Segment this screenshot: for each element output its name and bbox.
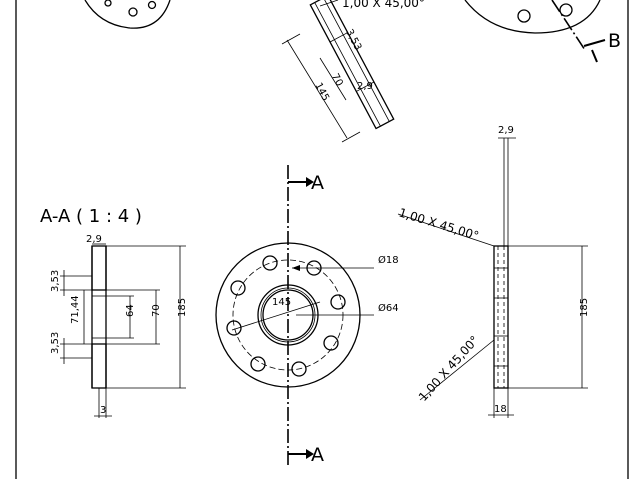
dim-70-top: 70 <box>329 72 345 88</box>
bolt-hole <box>291 361 307 377</box>
dim-inner-span: 71,44 <box>70 295 81 324</box>
dim-hole-dia: Ø18 <box>378 254 399 266</box>
bolt-hole <box>262 255 278 271</box>
bolt-hole <box>323 335 339 351</box>
dim-bottom-side: 18 <box>494 404 507 415</box>
front-view: A A Ø18 Ø64 145 <box>215 165 399 466</box>
section-view-a-a: A-A ( 1 : 4 ) 2,9 3,53 71,44 3,53 <box>40 206 188 418</box>
dim-bottom-section: 3 <box>100 405 106 416</box>
dim-lower-step: 3,53 <box>50 332 61 354</box>
chamfer-side-top: 1,00 X 45,00° <box>397 205 480 243</box>
dim-29-top: 2,9 <box>357 81 373 92</box>
dim-145-top: 145 <box>312 81 331 103</box>
dim-pcd: 145 <box>272 297 291 308</box>
section-marker-top: A <box>311 172 324 194</box>
bolt-hole <box>250 356 266 372</box>
dim-bore-dia: Ø64 <box>378 302 399 314</box>
side-view: 2,9 1,00 X 45,00° 185 1,00 X 45,00° 18 <box>397 125 590 418</box>
dim-width-side: 2,9 <box>498 125 514 136</box>
bolt-hole <box>230 280 246 296</box>
dim-height-side: 185 <box>579 298 590 317</box>
dim-bore-section: 64 <box>125 304 136 317</box>
sheet-border <box>15 0 629 479</box>
section-title: A-A ( 1 : 4 ) <box>40 206 142 227</box>
section-marker-bottom: A <box>311 444 324 466</box>
top-center-detail-view: 145 70 3,53 2,9 1,00 X 45,00° <box>281 0 425 143</box>
top-right-partial-view: B <box>464 0 621 63</box>
view-marker-b: B <box>608 30 621 52</box>
dim-upper-step: 3,53 <box>50 270 61 292</box>
bolt-hole <box>226 320 242 336</box>
chamfer-side-bottom: 1,00 X 45,00° <box>416 333 482 404</box>
dim-width-section: 2,9 <box>86 234 102 245</box>
dim-outer-section: 185 <box>177 298 188 317</box>
chamfer-top: 1,00 X 45,00° <box>342 0 425 10</box>
bolt-hole <box>330 294 346 310</box>
top-left-iso-view <box>84 0 171 29</box>
dim-hub-section: 70 <box>151 304 162 317</box>
